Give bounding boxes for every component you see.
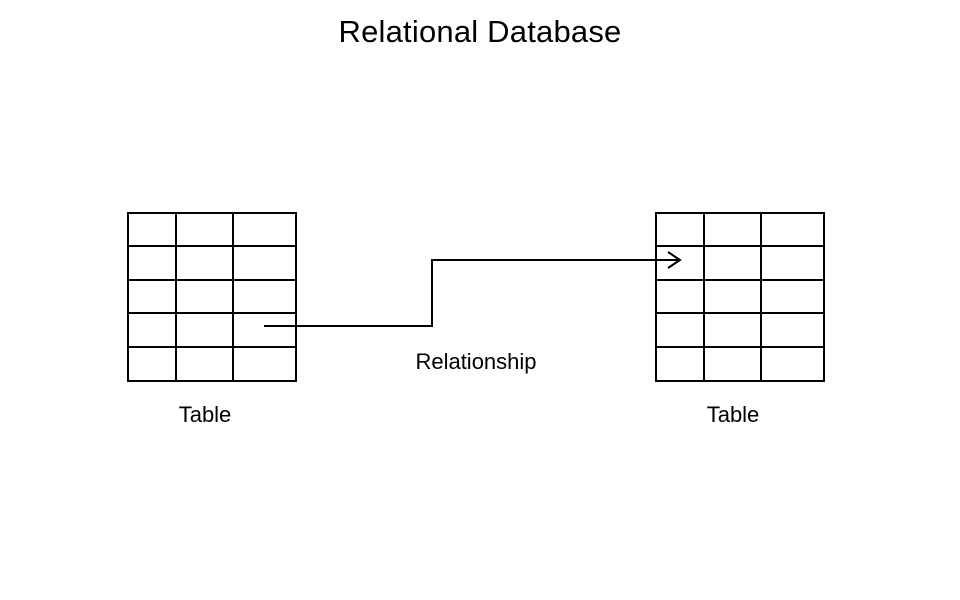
relationship-connector (264, 259, 678, 327)
arrowhead-icon (667, 251, 682, 269)
page-title: Relational Database (338, 14, 622, 49)
left-table-frame (127, 212, 297, 382)
relationship-label: Relationship (415, 349, 536, 374)
left-table-label: Table (179, 402, 232, 427)
right-table-frame (655, 212, 825, 382)
right-table-label: Table (707, 402, 760, 427)
right-table (655, 212, 825, 382)
left-table (127, 212, 297, 382)
